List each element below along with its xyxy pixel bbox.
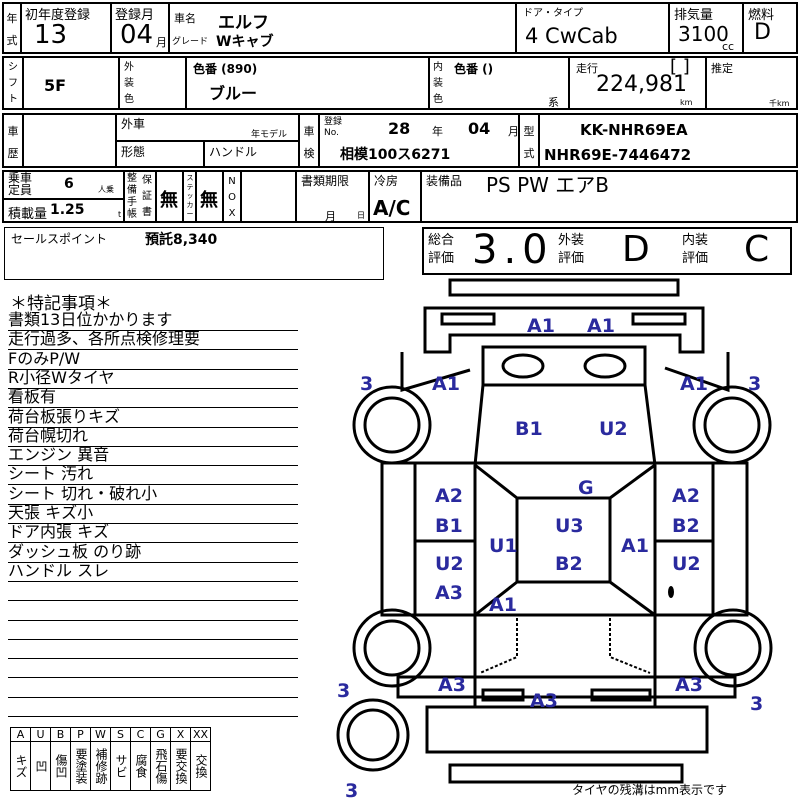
grade-box: 総合評価 3.0 外装評価 D 内装評価 C bbox=[422, 227, 792, 275]
notes-title: ＊特記事項＊ bbox=[10, 294, 112, 314]
note-item: ハンドル スレ bbox=[8, 561, 298, 582]
damage-mark: 3 bbox=[337, 680, 350, 702]
damage-mark: A2 bbox=[672, 485, 700, 507]
damage-mark: B2 bbox=[555, 553, 583, 575]
damage-mark: 3 bbox=[360, 373, 373, 395]
note-item: 看板有 bbox=[8, 388, 298, 409]
damage-mark: U2 bbox=[672, 553, 701, 575]
tire-note: タイヤの残溝はmm表示です bbox=[572, 783, 728, 797]
damage-mark: U3 bbox=[555, 515, 584, 537]
note-item: FのみP/W bbox=[8, 349, 298, 370]
note-line bbox=[8, 601, 298, 621]
legend-meaning: 要交換 bbox=[170, 741, 191, 791]
damage-mark: 3 bbox=[748, 373, 761, 395]
color-cell: 色番 (890)ブルー bbox=[185, 56, 430, 110]
note-line bbox=[8, 620, 298, 640]
damage-mark: A1 bbox=[489, 594, 517, 616]
damage-mark: U1 bbox=[489, 535, 518, 557]
note-line bbox=[8, 678, 298, 698]
note-item: 天張 キズ小 bbox=[8, 504, 298, 524]
damage-mark: U2 bbox=[599, 418, 628, 440]
damage-mark: B1 bbox=[515, 418, 543, 440]
note-item: 荷台板張りキズ bbox=[8, 407, 298, 428]
legend-code: XX bbox=[190, 727, 211, 742]
note-item: シート 汚れ bbox=[8, 465, 298, 486]
damage-mark: A1 bbox=[680, 373, 708, 395]
interior-color-cell: 内装色色番 ()系 bbox=[428, 56, 570, 110]
damage-mark: A1 bbox=[587, 315, 615, 337]
damage-mark: B2 bbox=[672, 515, 700, 537]
sales-point-box: セールスポイント預託8,340 bbox=[4, 227, 384, 280]
warranty-label: 保証書 bbox=[142, 175, 152, 218]
damage-mark: A3 bbox=[435, 582, 463, 604]
interior-color-label: 内装色 bbox=[433, 62, 443, 105]
exterior-grade: D bbox=[622, 229, 650, 270]
documents-deadline-cell: 書類期限月日 bbox=[295, 170, 370, 223]
maintenance-manual-label: 整備手帳 bbox=[127, 173, 137, 220]
legend-meaning: サビ bbox=[110, 741, 131, 791]
note-item: エンジン 異音 bbox=[8, 446, 298, 467]
note-line bbox=[8, 581, 298, 602]
damage-mark: 3 bbox=[750, 693, 763, 715]
total-grade: 3.0 bbox=[472, 227, 554, 273]
legend-meaning: 腐食 bbox=[130, 741, 151, 791]
legend-meaning: 補修跡 bbox=[90, 741, 111, 791]
note-item: 書類13日位かかります bbox=[8, 311, 298, 331]
damage-mark: U2 bbox=[435, 553, 464, 575]
legend-meaning: 交換 bbox=[190, 741, 211, 791]
damage-mark: A1 bbox=[432, 373, 460, 395]
note-item: 走行過多、各所点検修理要 bbox=[8, 330, 298, 351]
damage-mark: A2 bbox=[435, 485, 463, 507]
note-line bbox=[8, 639, 298, 660]
estimate-cell: 推定千km bbox=[705, 56, 798, 110]
damage-mark: A3 bbox=[675, 674, 703, 696]
damage-mark: G bbox=[578, 477, 594, 499]
note-item: ドア内張 キズ bbox=[8, 523, 298, 544]
note-item: 荷台幌切れ bbox=[8, 426, 298, 447]
damage-mark: 3 bbox=[345, 780, 358, 800]
legend-meaning: 傷凹 bbox=[50, 741, 71, 791]
interior-grade: C bbox=[744, 229, 770, 270]
damage-mark: A1 bbox=[621, 535, 649, 557]
note-item: R小径Wタイヤ bbox=[8, 368, 298, 389]
damage-mark: A3 bbox=[530, 690, 558, 712]
damage-mark: A1 bbox=[527, 315, 555, 337]
note-line bbox=[8, 697, 298, 717]
damage-mark: B1 bbox=[435, 515, 463, 537]
note-item: シート 切れ・破れ小 bbox=[8, 484, 298, 505]
damage-mark: A3 bbox=[438, 674, 466, 696]
note-item: ダッシュ板 のり跡 bbox=[8, 542, 298, 563]
note-line bbox=[8, 658, 298, 679]
